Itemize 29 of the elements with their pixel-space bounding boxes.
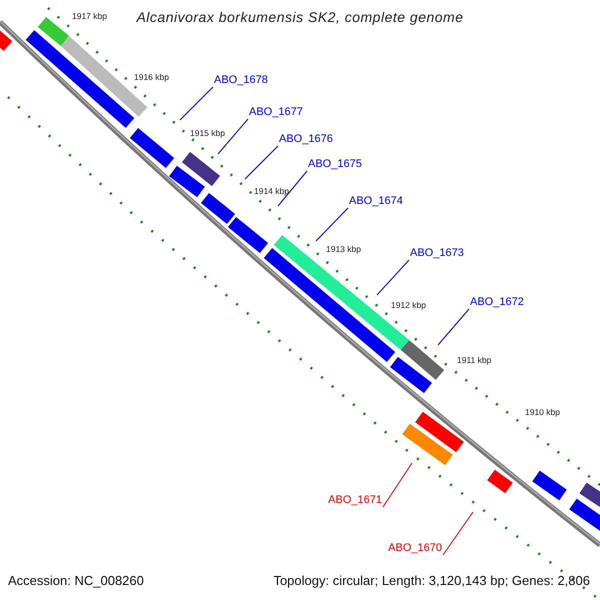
gene-label: ABO_1677: [249, 106, 303, 119]
position-label: 1910 kbp: [525, 407, 560, 417]
gene-label: ABO_1678: [214, 74, 268, 87]
gene-label: ABO_1672: [470, 296, 524, 309]
leader-line: [382, 462, 412, 508]
gene-label: ABO_1674: [349, 195, 403, 208]
position-label: 1912 kbp: [391, 300, 426, 310]
leader-line: [442, 512, 474, 556]
position-label: 1916 kbp: [134, 72, 169, 82]
leader-line: [244, 146, 278, 180]
leader-line: [180, 86, 214, 120]
gene-label: ABO_1670: [388, 542, 442, 555]
position-label: 1911 kbp: [457, 355, 492, 365]
leader-line: [316, 208, 348, 242]
position-label: 1913 kbp: [326, 244, 361, 254]
leader-line: [278, 170, 308, 206]
position-label: 1915 kbp: [190, 128, 225, 138]
genome-info-label: Topology: circular; Length: 3,120,143 bp; Genes: 2,806: [273, 573, 590, 589]
gene-label: ABO_1675: [308, 158, 362, 171]
position-label: 1914 kbp: [254, 186, 289, 196]
position-label: 1917 kbp: [72, 11, 107, 21]
gene-label: ABO_1671: [328, 494, 382, 507]
gene-label: ABO_1673: [410, 247, 464, 260]
leader-line: [438, 308, 470, 346]
leader-line: [376, 260, 410, 296]
leader-line: [218, 118, 248, 154]
title: Alcanivorax borkumensis SK2, complete genome: [135, 8, 465, 26]
accession-label: Accession: NC_008260: [8, 573, 144, 589]
gene-label: ABO_1676: [279, 133, 333, 146]
